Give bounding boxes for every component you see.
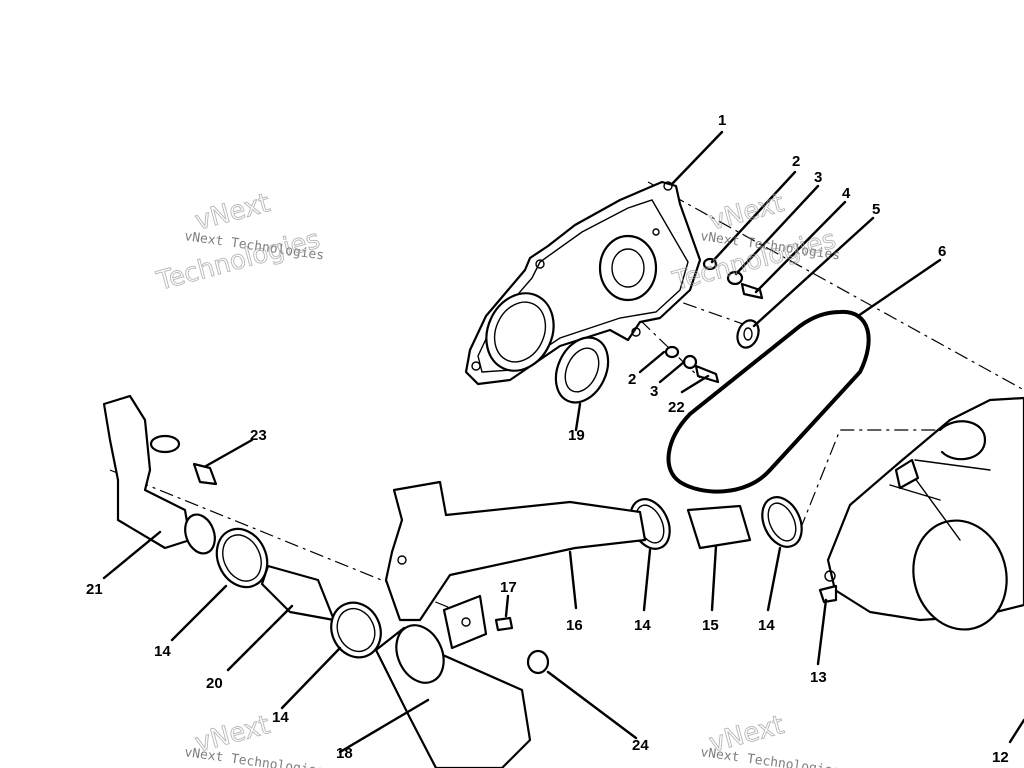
watermark-brand-a: vNext xyxy=(706,188,787,237)
watermark-top-left: vNext Technologies vNext Technologies xyxy=(153,188,325,298)
callout-21: 21 xyxy=(86,581,103,598)
callout-23: 23 xyxy=(250,427,267,444)
intake-elbow xyxy=(102,394,218,555)
callout-14-d: 14 xyxy=(758,617,775,634)
leader-lines xyxy=(102,130,1024,754)
engine-housing xyxy=(818,396,1024,631)
callout-6: 6 xyxy=(938,243,946,260)
callout-labels: 1 2 3 4 5 6 2 3 22 19 23 21 14 20 14 18 … xyxy=(86,112,1009,766)
callout-19: 19 xyxy=(568,427,585,444)
callout-14-a: 14 xyxy=(154,643,171,660)
watermark-brand-a: vNext xyxy=(192,188,273,237)
callout-2-lower: 2 xyxy=(628,371,636,388)
watermark-bottom-right: vNext Technologies vNext xyxy=(699,710,841,768)
callout-17: 17 xyxy=(500,579,517,596)
callout-1: 1 xyxy=(718,112,726,129)
callout-4: 4 xyxy=(842,185,851,202)
drive-belt xyxy=(666,309,871,494)
callout-22: 22 xyxy=(668,399,685,416)
seal-ring xyxy=(554,336,610,404)
callout-18: 18 xyxy=(336,745,353,762)
callout-16: 16 xyxy=(566,617,583,634)
callout-3-lower: 3 xyxy=(650,383,658,400)
lower-duct-and-bracket xyxy=(374,594,550,768)
callout-14-b: 14 xyxy=(272,709,289,726)
clamps-and-sleeves xyxy=(215,496,803,659)
watermark-bottom-left: vNext Technologies vNext xyxy=(183,710,325,768)
intake-duct xyxy=(384,480,647,622)
watermark-brand-b: Technologies xyxy=(669,225,839,297)
callout-12: 12 xyxy=(992,749,1009,766)
callout-24: 24 xyxy=(632,737,649,754)
watermark-brand-b: Technologies xyxy=(153,225,323,297)
callout-14-c: 14 xyxy=(634,617,651,634)
callout-20: 20 xyxy=(206,675,223,692)
callout-15: 15 xyxy=(702,617,719,634)
callout-2: 2 xyxy=(792,153,800,170)
fasteners-upper xyxy=(664,257,764,384)
callout-13: 13 xyxy=(810,669,827,686)
callout-3: 3 xyxy=(814,169,822,186)
callout-5: 5 xyxy=(872,201,880,218)
cover-plate xyxy=(464,180,702,386)
